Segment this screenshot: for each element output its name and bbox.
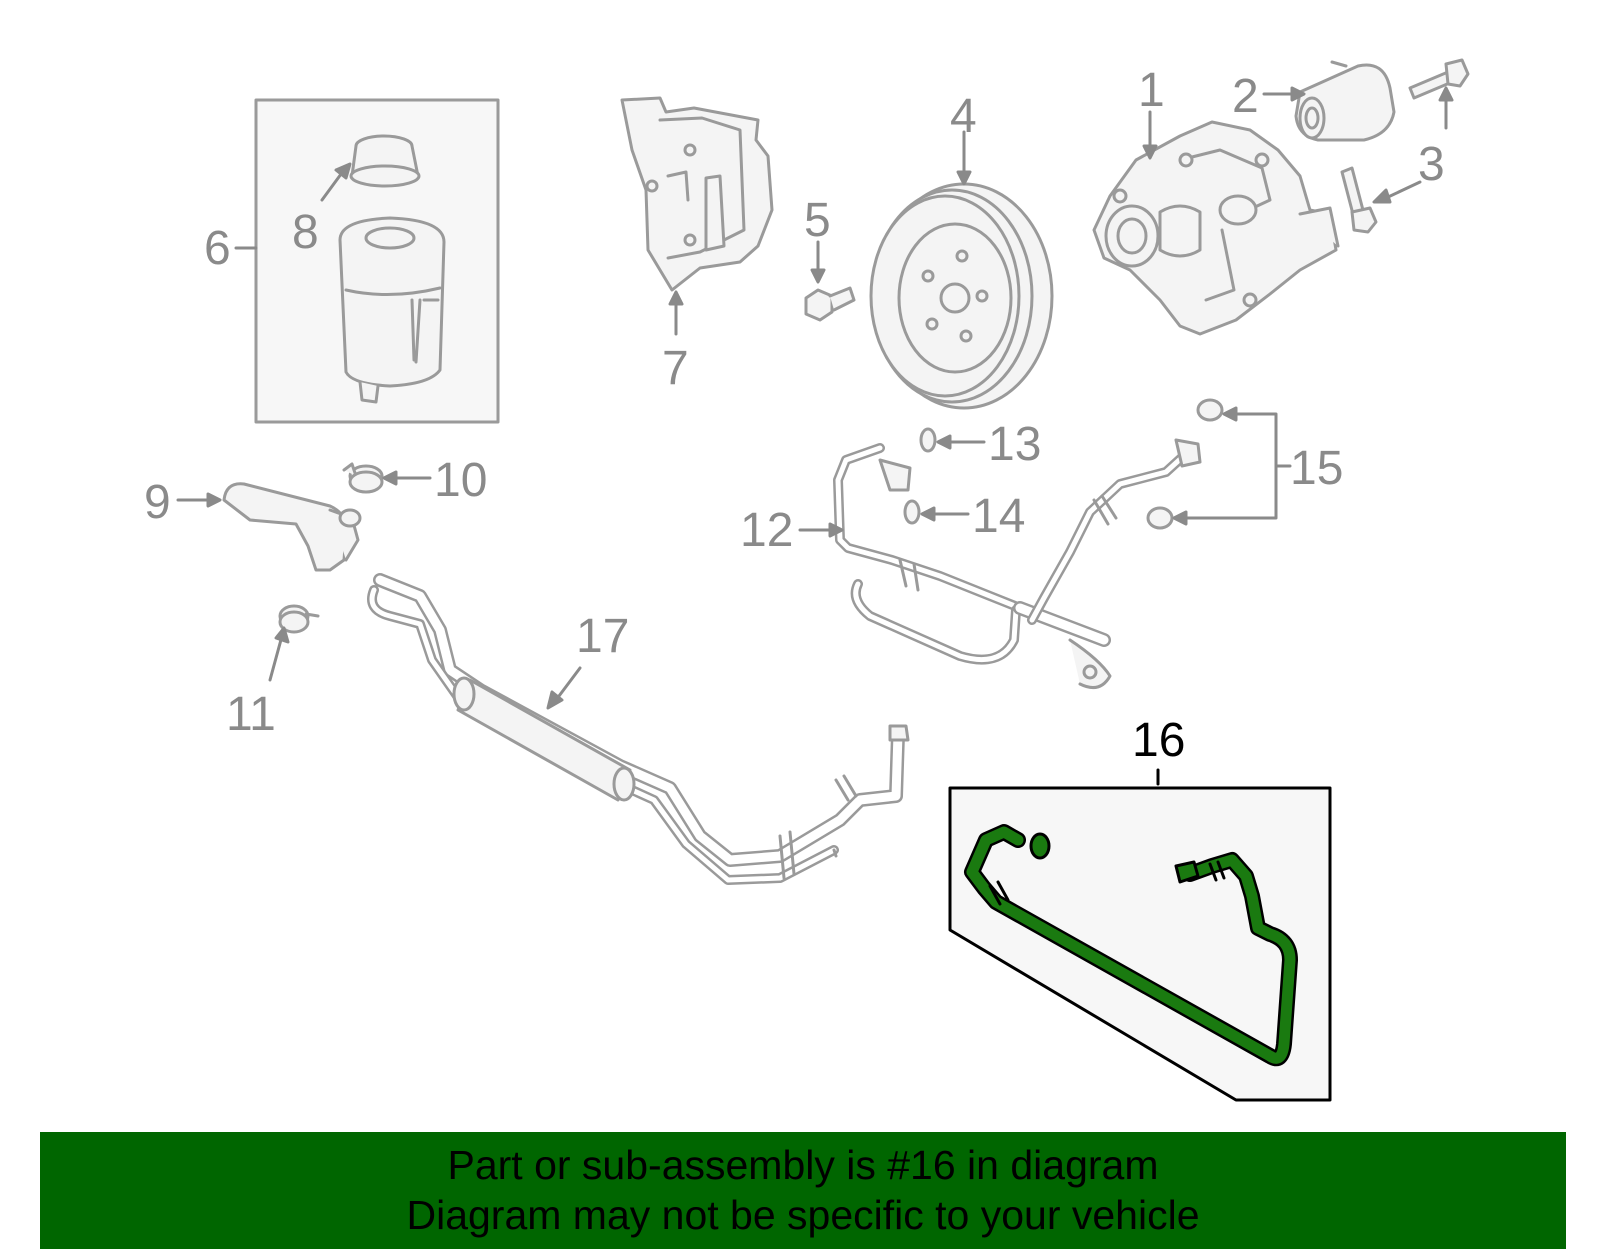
- callout-11[interactable]: 11: [226, 688, 276, 741]
- return-line-part[interactable]: [1027, 438, 1202, 625]
- bolt-3-lower-part[interactable]: [1340, 166, 1378, 234]
- callout-6[interactable]: 6: [204, 222, 231, 275]
- callout-5[interactable]: 5: [804, 194, 831, 247]
- callout-1[interactable]: 1: [1138, 64, 1165, 117]
- callout-10[interactable]: 10: [434, 454, 487, 507]
- callout-9[interactable]: 9: [144, 476, 171, 529]
- callout-3[interactable]: 3: [1418, 138, 1445, 191]
- leader-lines: [176, 86, 1454, 710]
- callout-16[interactable]: 16: [1132, 714, 1185, 767]
- reservoir-cap-part[interactable]: [349, 134, 421, 188]
- info-banner: Part or sub-assembly is #16 in diagram D…: [40, 1132, 1566, 1249]
- callout-14[interactable]: 14: [972, 490, 1025, 543]
- o-ring-13-part[interactable]: [919, 427, 937, 453]
- pressure-line-part[interactable]: [833, 443, 1112, 690]
- cooler-line-part[interactable]: [367, 573, 910, 885]
- clamp-10-part[interactable]: [342, 462, 384, 494]
- callout-8[interactable]: 8: [292, 206, 319, 259]
- bolt-5-part[interactable]: [804, 286, 856, 322]
- callout-13[interactable]: 13: [988, 418, 1041, 471]
- o-ring-14-part[interactable]: [903, 499, 921, 525]
- callout-7[interactable]: 7: [662, 342, 689, 395]
- pulley-part[interactable]: [869, 182, 1054, 410]
- pump-cover-part[interactable]: [1294, 60, 1396, 142]
- suction-hose-part[interactable]: [222, 482, 362, 572]
- highlighted-hose-part[interactable]: [964, 824, 1298, 1067]
- reservoir-part[interactable]: [338, 216, 446, 404]
- highlighted-o-ring-part[interactable]: [1029, 832, 1051, 860]
- callout-12[interactable]: 12: [740, 504, 793, 557]
- callout-15[interactable]: 15: [1290, 442, 1343, 495]
- o-ring-15-lower-part[interactable]: [1146, 506, 1174, 530]
- callout-2[interactable]: 2: [1232, 70, 1259, 123]
- o-ring-15-upper-part[interactable]: [1196, 398, 1224, 422]
- bolt-3-upper-part[interactable]: [1408, 58, 1470, 100]
- callout-17[interactable]: 17: [576, 610, 629, 663]
- banner-line-part-number: Part or sub-assembly is #16 in diagram: [447, 1142, 1159, 1188]
- power-steering-pump-part[interactable]: [1092, 120, 1340, 336]
- bracket-part[interactable]: [620, 96, 774, 292]
- banner-line-disclaimer: Diagram may not be specific to your vehi…: [406, 1192, 1200, 1238]
- clamp-11-part[interactable]: [278, 604, 320, 634]
- callout-labels: 1 2 3 4 5 6 7 8 9 10 11 12 13 14 15 16 1…: [144, 64, 1445, 767]
- callout-4[interactable]: 4: [950, 90, 977, 143]
